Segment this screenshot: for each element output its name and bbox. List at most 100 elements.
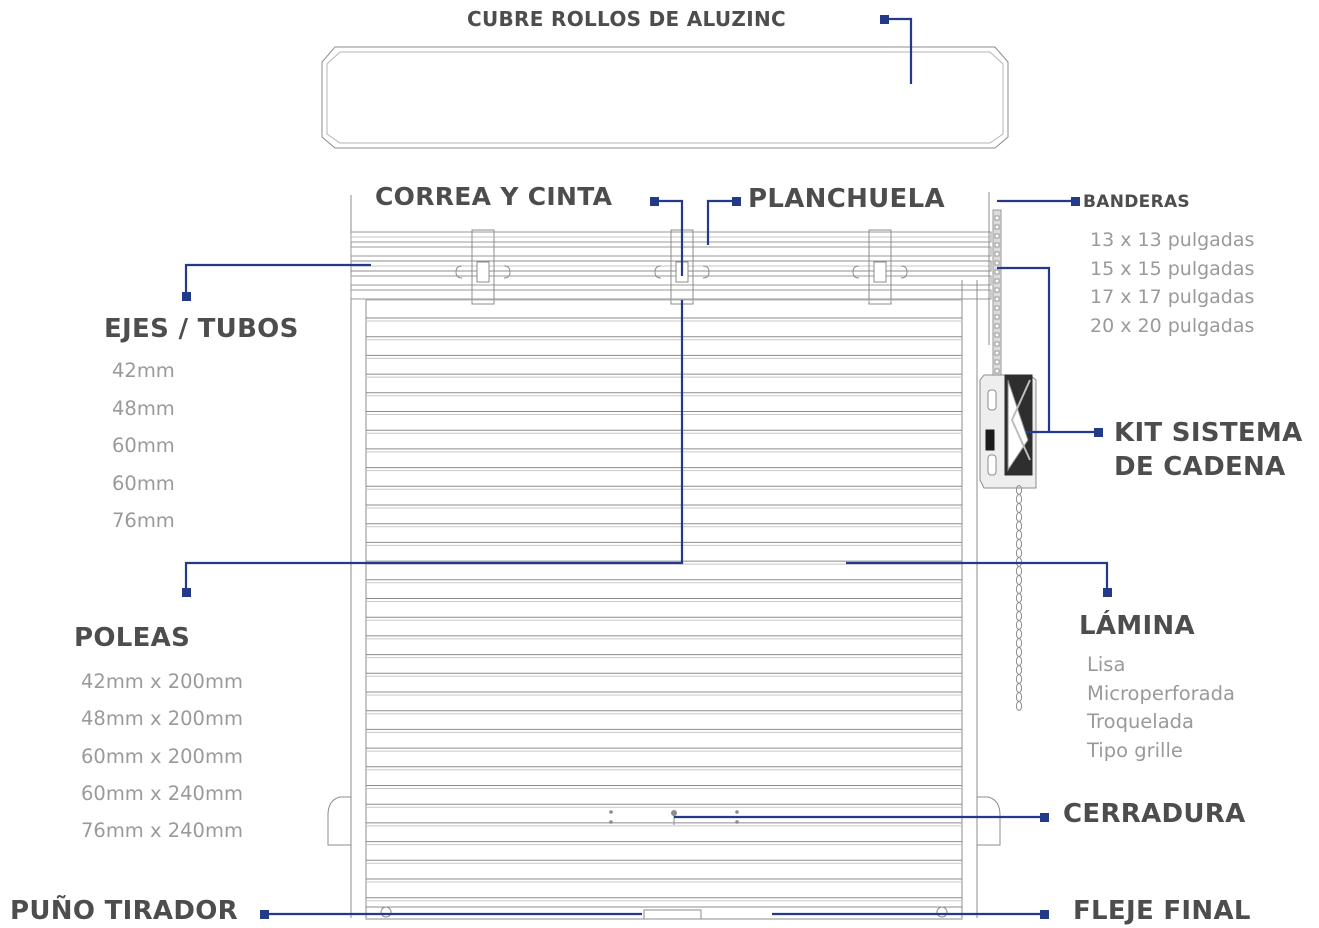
list-poleas: 42mm x 200mm 48mm x 200mm 60mm x 200mm 6… [81,663,243,849]
flag-hole [994,278,1000,284]
marker-puno [260,910,269,919]
marker-planchuela [732,197,741,206]
axle-assembly-drawing [350,195,992,345]
list-item: 60mm x 200mm [81,744,243,768]
chain-link [1015,503,1023,513]
label-kit-sistema: KIT SISTEMA DE CADENA [1114,416,1303,484]
list-banderas: 13 x 13 pulgadas 15 x 15 pulgadas 17 x 1… [1090,226,1254,340]
chain-link [1015,647,1023,657]
chain-link [1015,674,1023,684]
marker-cerradura [1040,813,1049,822]
list-item: Tipo grille [1087,738,1183,762]
chain-link [1015,548,1023,558]
callout-line-poleas [184,300,684,592]
label-fleje-final: FLEJE FINAL [1073,896,1251,926]
chain-link [1015,521,1023,531]
marker-fleje [1040,910,1049,919]
flag-hole [994,332,1000,338]
chain-link [1015,593,1023,603]
marker-kit [1094,428,1103,437]
list-item: Troquelada [1087,710,1194,733]
list-lamina: Lisa Microperforada Troquelada Tipo gril… [1087,651,1235,765]
list-item: 48mm x 200mm [81,707,243,731]
callout-line-ejes [184,263,371,297]
list-item: 42mm [112,359,175,382]
cover-box-drawing [321,46,1009,149]
chain-link [1015,656,1023,666]
flag-hole [994,287,1000,293]
chain-link [1015,692,1023,702]
flag-hole [994,260,1000,266]
label-kit-line1: KIT SISTEMA [1114,418,1303,448]
flag-hole [994,251,1000,257]
marker-poleas [182,588,191,597]
callout-line-kit [997,266,1095,434]
callout-line-lamina [846,561,1109,592]
flag-hole [994,242,1000,248]
label-banderas: BANDERAS [1083,192,1190,212]
callout-line-correa [657,199,684,276]
label-kit-line2: DE CADENA [1114,452,1286,482]
chain-kit-drawing [979,192,1037,711]
marker-lamina [1103,588,1112,597]
chain-link [1015,584,1023,594]
list-item: 60mm [112,434,175,457]
list-item: 76mm [112,509,175,532]
marker-correa [650,197,659,206]
label-ejes-tubos: EJES / TUBOS [104,314,299,344]
flag-hole [994,233,1000,239]
flag-hole [994,296,1000,302]
label-puno-tirador: PUÑO TIRADOR [10,896,238,926]
label-poleas: POLEAS [74,623,191,653]
flag-hole [994,323,1000,329]
chain-link [1015,701,1023,711]
flag-hole [994,359,1000,365]
list-item: 17 x 17 pulgadas [1090,286,1255,308]
list-item: Microperforada [1087,681,1235,705]
label-planchuela: PLANCHUELA [748,184,945,214]
list-item: 48mm [112,396,175,420]
chain-link [1015,575,1023,585]
chain-link [1015,512,1023,522]
list-item: 20 x 20 pulgadas [1090,314,1255,337]
chain-link [1015,566,1023,576]
chain-link [1015,638,1023,648]
list-item: 15 x 15 pulgadas [1090,257,1255,280]
flag-hole [994,224,1000,230]
chain-link [1015,530,1023,540]
chain-link [1015,629,1023,639]
label-cubre-rollos: CUBRE ROLLOS DE ALUZINC [467,7,786,31]
chain-link [1015,539,1023,549]
list-item: 42mm x 200mm [81,670,243,693]
callout-line-planchuela [706,199,734,245]
list-item: Lisa [1087,653,1126,676]
chain-link [1015,683,1023,693]
label-lamina: LÁMINA [1079,611,1195,641]
label-cerradura: CERRADURA [1063,799,1246,829]
callout-lines [184,17,1109,916]
label-correa-y-cinta: CORREA Y CINTA [375,182,613,211]
callout-line-cubre-rollos [888,17,913,84]
flag-hole [994,269,1000,275]
chain-link [1015,665,1023,675]
callout-markers [182,15,1112,919]
flag-hole [994,350,1000,356]
chain-link [1015,620,1023,630]
flag-hole [994,305,1000,311]
marker-ejes [182,292,191,301]
chain-link [1015,494,1023,504]
list-item: 13 x 13 pulgadas [1090,229,1255,251]
flag-hole [994,341,1000,347]
list-item: 60mm x 240mm [81,781,243,805]
shutter-curtain-drawing [327,280,1001,920]
flag-hole [994,314,1000,320]
flag-hole [994,368,1000,374]
flag-hole [994,215,1000,221]
chain-link [1015,602,1023,612]
chain-link [1015,611,1023,621]
list-item: 76mm x 240mm [81,819,243,843]
marker-banderas [1071,197,1080,206]
marker-cubre-rollos [880,15,889,24]
list-item: 60mm [112,471,175,495]
